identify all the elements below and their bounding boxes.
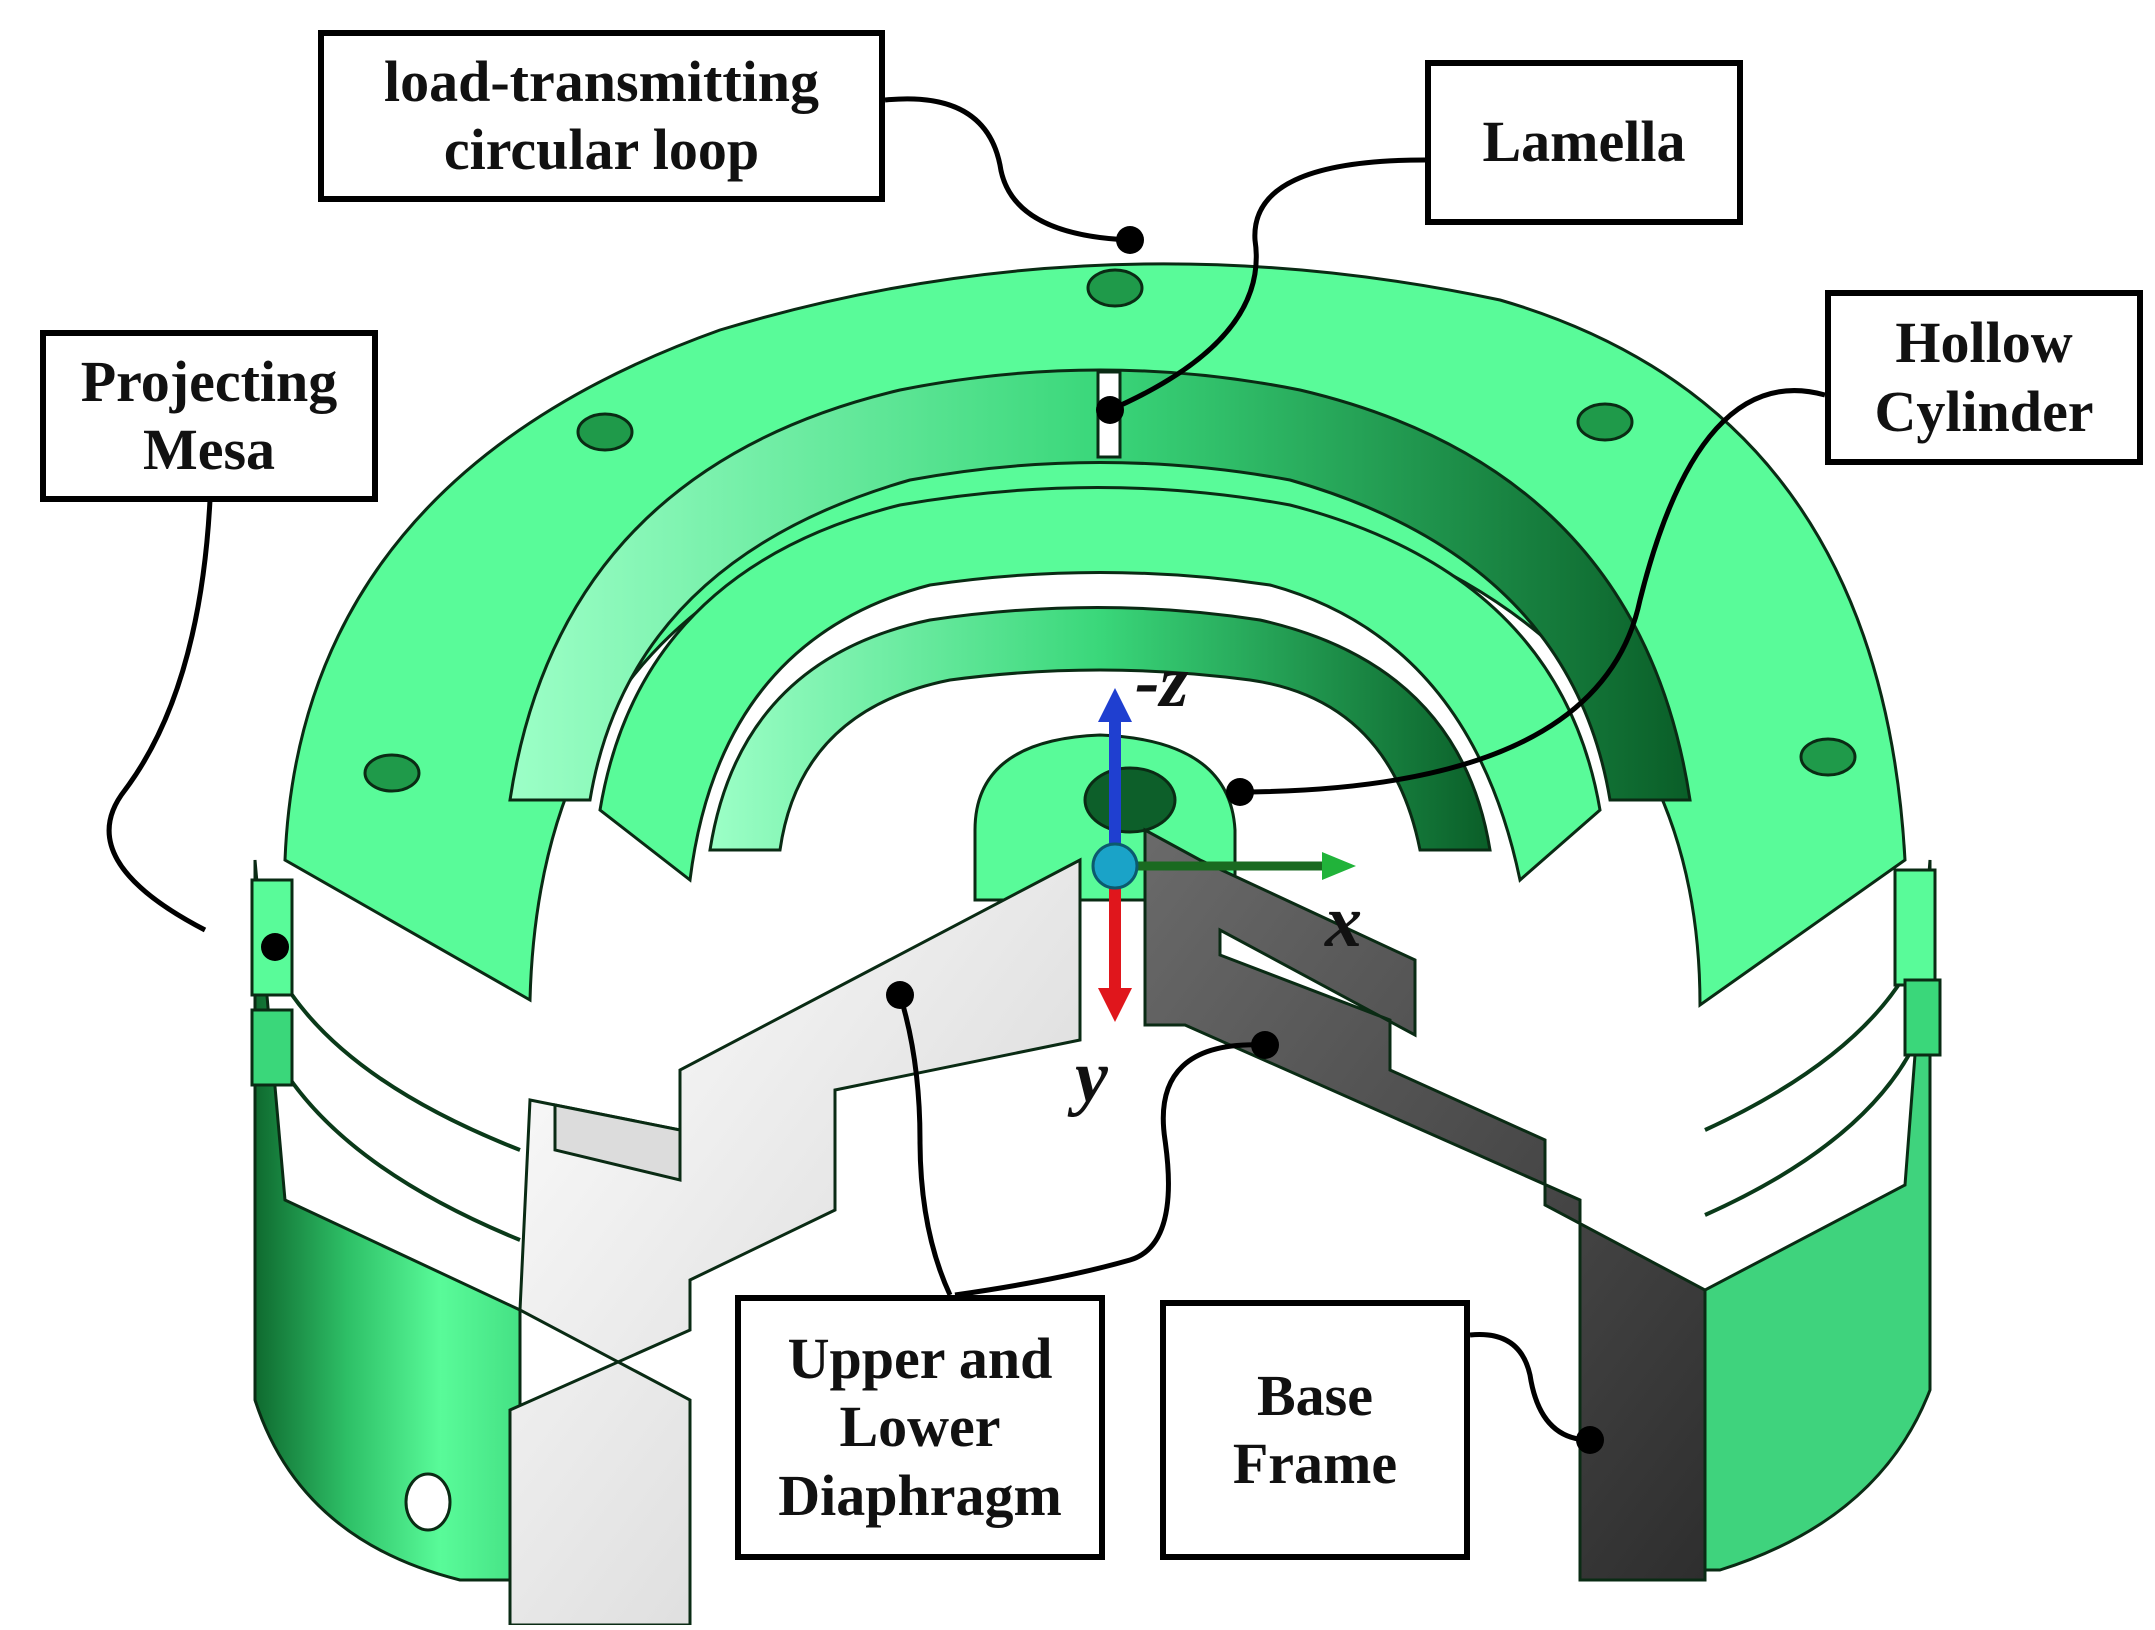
label-lamella: Lamella bbox=[1425, 60, 1743, 225]
leader-dots bbox=[261, 226, 1604, 1454]
label-base-frame-line2: Frame bbox=[1232, 1431, 1398, 1496]
outer-cylinder-wall bbox=[253, 859, 522, 1582]
label-diaphragm-line1: Upper and bbox=[787, 1325, 1053, 1391]
cut-section-left bbox=[508, 857, 1082, 1627]
leader-base-frame bbox=[1469, 1332, 1591, 1443]
label-base-frame: Base Frame bbox=[1160, 1300, 1470, 1560]
cut-section-right bbox=[1143, 827, 1707, 1582]
label-upper-lower-diaphragm: Upper and Lower Diaphragm bbox=[735, 1295, 1105, 1560]
leader-diaphragm-lower bbox=[954, 1042, 1266, 1298]
bolt-hole bbox=[1086, 268, 1144, 308]
top-face bbox=[283, 262, 1907, 1008]
leader-lines bbox=[106, 96, 1826, 1443]
label-load-transmitting-loop: load-transmitting circular loop bbox=[318, 30, 885, 202]
axis-label-neg-z: -z bbox=[1135, 641, 1189, 723]
bolt-hole bbox=[363, 753, 421, 793]
leader-lamella bbox=[1108, 157, 1426, 413]
origin-sphere bbox=[1091, 842, 1139, 890]
label-projecting-mesa: Projecting Mesa bbox=[40, 330, 378, 502]
inner-ring bbox=[598, 486, 1602, 883]
axis-label-y: y bbox=[1075, 1036, 1108, 1118]
inner-groove bbox=[708, 606, 1492, 852]
label-projecting-mesa-line2: Mesa bbox=[142, 417, 276, 482]
outer-groove bbox=[508, 368, 1692, 802]
leader-projecting-mesa bbox=[106, 499, 213, 933]
outer-cylinder-wall-right bbox=[1703, 859, 1932, 1572]
leader-load-loop bbox=[884, 96, 1131, 243]
axis-label-x: x bbox=[1325, 881, 1362, 963]
leader-diaphragm-upper bbox=[897, 994, 953, 1297]
label-projecting-mesa-line1: Projecting bbox=[80, 348, 338, 414]
label-load-loop-line1: load-transmitting bbox=[384, 48, 819, 114]
y-arrowhead bbox=[1098, 988, 1132, 1022]
label-lamella-text: Lamella bbox=[1482, 109, 1686, 175]
z-arrowhead bbox=[1098, 688, 1132, 722]
label-base-frame-line1: Base bbox=[1257, 1362, 1373, 1428]
bolt-holes bbox=[363, 268, 1857, 1532]
x-arrowhead bbox=[1322, 852, 1356, 880]
leader-hollow-cylinder bbox=[1239, 388, 1826, 795]
bolt-hole bbox=[1576, 402, 1634, 442]
projecting-mesa-right bbox=[1893, 868, 1937, 987]
hub-bore bbox=[1083, 766, 1177, 834]
bolt-hole bbox=[1799, 737, 1857, 777]
side-bolt-hole bbox=[404, 1472, 452, 1532]
label-hollow-cylinder: Hollow Cylinder bbox=[1825, 290, 2143, 465]
label-diaphragm-line3: Diaphragm bbox=[778, 1462, 1062, 1528]
label-diaphragm-line2: Lower bbox=[839, 1394, 1001, 1460]
label-hollow-cylinder-line2: Cylinder bbox=[1874, 378, 2094, 444]
base-body bbox=[250, 859, 1942, 1582]
label-hollow-cylinder-line1: Hollow bbox=[1895, 310, 2073, 376]
label-load-loop-line2: circular loop bbox=[443, 117, 760, 182]
bolt-hole bbox=[576, 412, 634, 452]
coordinate-axes bbox=[1091, 688, 1356, 1022]
